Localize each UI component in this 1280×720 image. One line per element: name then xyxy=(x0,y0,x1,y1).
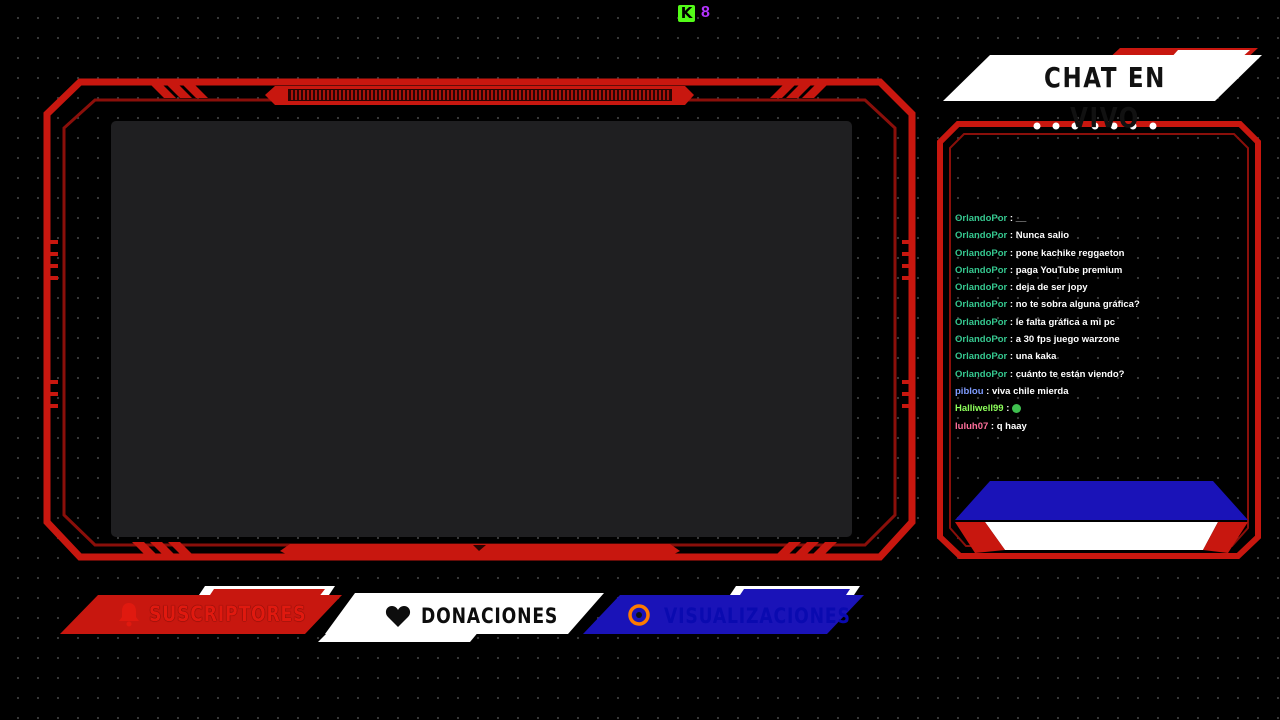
chat-separator: : xyxy=(1007,213,1016,224)
chat-message: OrlandoPor : pone kachike reggaeton xyxy=(955,245,1245,262)
chat-frame xyxy=(937,121,1261,559)
chat-text: paga YouTube premium xyxy=(1015,264,1123,276)
chat-username[interactable]: piblou xyxy=(955,385,984,397)
chat-text: viva chile mierda xyxy=(991,385,1069,397)
chat-separator: : xyxy=(1007,334,1016,346)
chat-separator: : xyxy=(983,385,992,397)
chat-text: deja de ser jopy xyxy=(1015,282,1088,294)
video-frame xyxy=(43,78,916,561)
chat-text: Nunca salio xyxy=(1015,230,1070,242)
chat-username[interactable]: OrlandoPor xyxy=(955,213,1008,224)
chat-username[interactable]: luluh07 xyxy=(955,420,989,432)
chat-title: CHAT EN VIVO xyxy=(1043,61,1167,134)
chat-message: OrlandoPor : a 30 fps juego warzone xyxy=(955,331,1245,348)
chat-separator: : xyxy=(1007,282,1016,294)
chat-username[interactable]: OrlandoPor xyxy=(955,264,1008,276)
chat-text: __ xyxy=(1015,213,1027,224)
chat-username[interactable]: OrlandoPor xyxy=(955,368,1008,380)
chat-message: luluh07 : q haay xyxy=(955,418,1245,435)
chat-message: Halliwell99 : xyxy=(955,400,1245,417)
chat-separator: : xyxy=(1007,264,1016,276)
kick-logo-icon: K xyxy=(678,4,695,22)
chat-message: piblou : viva chile mierda xyxy=(955,383,1245,400)
chat-username[interactable]: OrlandoPor xyxy=(955,282,1008,294)
chat-separator: : xyxy=(1007,230,1016,242)
chat-message: OrlandoPor : no te sobra alguna gráfica? xyxy=(955,296,1245,313)
chat-text: q haay xyxy=(996,420,1027,432)
chat-username[interactable]: OrlandoPor xyxy=(955,299,1008,311)
chat-text: cuánto te están viendo? xyxy=(1015,368,1125,380)
chat-username[interactable]: OrlandoPor xyxy=(955,230,1008,242)
chat-message: OrlandoPor : __ xyxy=(955,210,1245,227)
chat-text: pone kachike reggaeton xyxy=(1015,247,1125,259)
chat-text: a 30 fps juego warzone xyxy=(1015,334,1120,346)
chat-message: OrlandoPor : cuánto te están viendo? xyxy=(955,366,1245,383)
viewer-count: 8 xyxy=(701,4,710,21)
chat-username[interactable]: OrlandoPor xyxy=(955,351,1008,363)
chat-message: OrlandoPor : le falta gráfica a mi pc xyxy=(955,314,1245,331)
chat-text: le falta gráfica a mi pc xyxy=(1015,316,1115,328)
chat-separator: : xyxy=(1007,299,1016,311)
bell-icon xyxy=(119,603,139,627)
chat-username[interactable]: OrlandoPor xyxy=(955,316,1008,328)
subscribers-label: SUSCRIPTORES xyxy=(149,602,307,626)
chat-message: OrlandoPor : Nunca salio xyxy=(955,227,1245,244)
video-placeholder xyxy=(111,121,852,537)
eye-icon xyxy=(628,604,650,626)
viewer-count-badge: K 8 xyxy=(678,3,710,23)
donations-label: DONACIONES xyxy=(421,604,559,628)
chat-message: OrlandoPor : paga YouTube premium xyxy=(955,262,1245,279)
chat-message: OrlandoPor : una kaka xyxy=(955,348,1245,365)
chat-username[interactable]: OrlandoPor xyxy=(955,334,1008,346)
chat-text: una kaka xyxy=(1015,351,1057,363)
chat-message: OrlandoPor : deja de ser jopy xyxy=(955,279,1245,296)
chat-separator: : xyxy=(988,420,997,432)
chat-separator: : xyxy=(1003,403,1013,415)
chat-separator: : xyxy=(1007,316,1016,328)
emote-icon xyxy=(1012,404,1022,414)
chat-separator: : xyxy=(1007,351,1016,363)
chat-separator: : xyxy=(1007,368,1016,380)
chat-username[interactable]: OrlandoPor xyxy=(955,247,1008,259)
chat-header-banner xyxy=(943,48,1262,101)
chat-username[interactable]: Halliwell99 xyxy=(955,403,1004,415)
chat-text: no te sobra alguna gráfica? xyxy=(1015,299,1140,311)
heart-icon xyxy=(385,606,411,627)
chat-separator: : xyxy=(1007,247,1016,259)
views-label: VISUALIZACIONES xyxy=(664,604,851,628)
